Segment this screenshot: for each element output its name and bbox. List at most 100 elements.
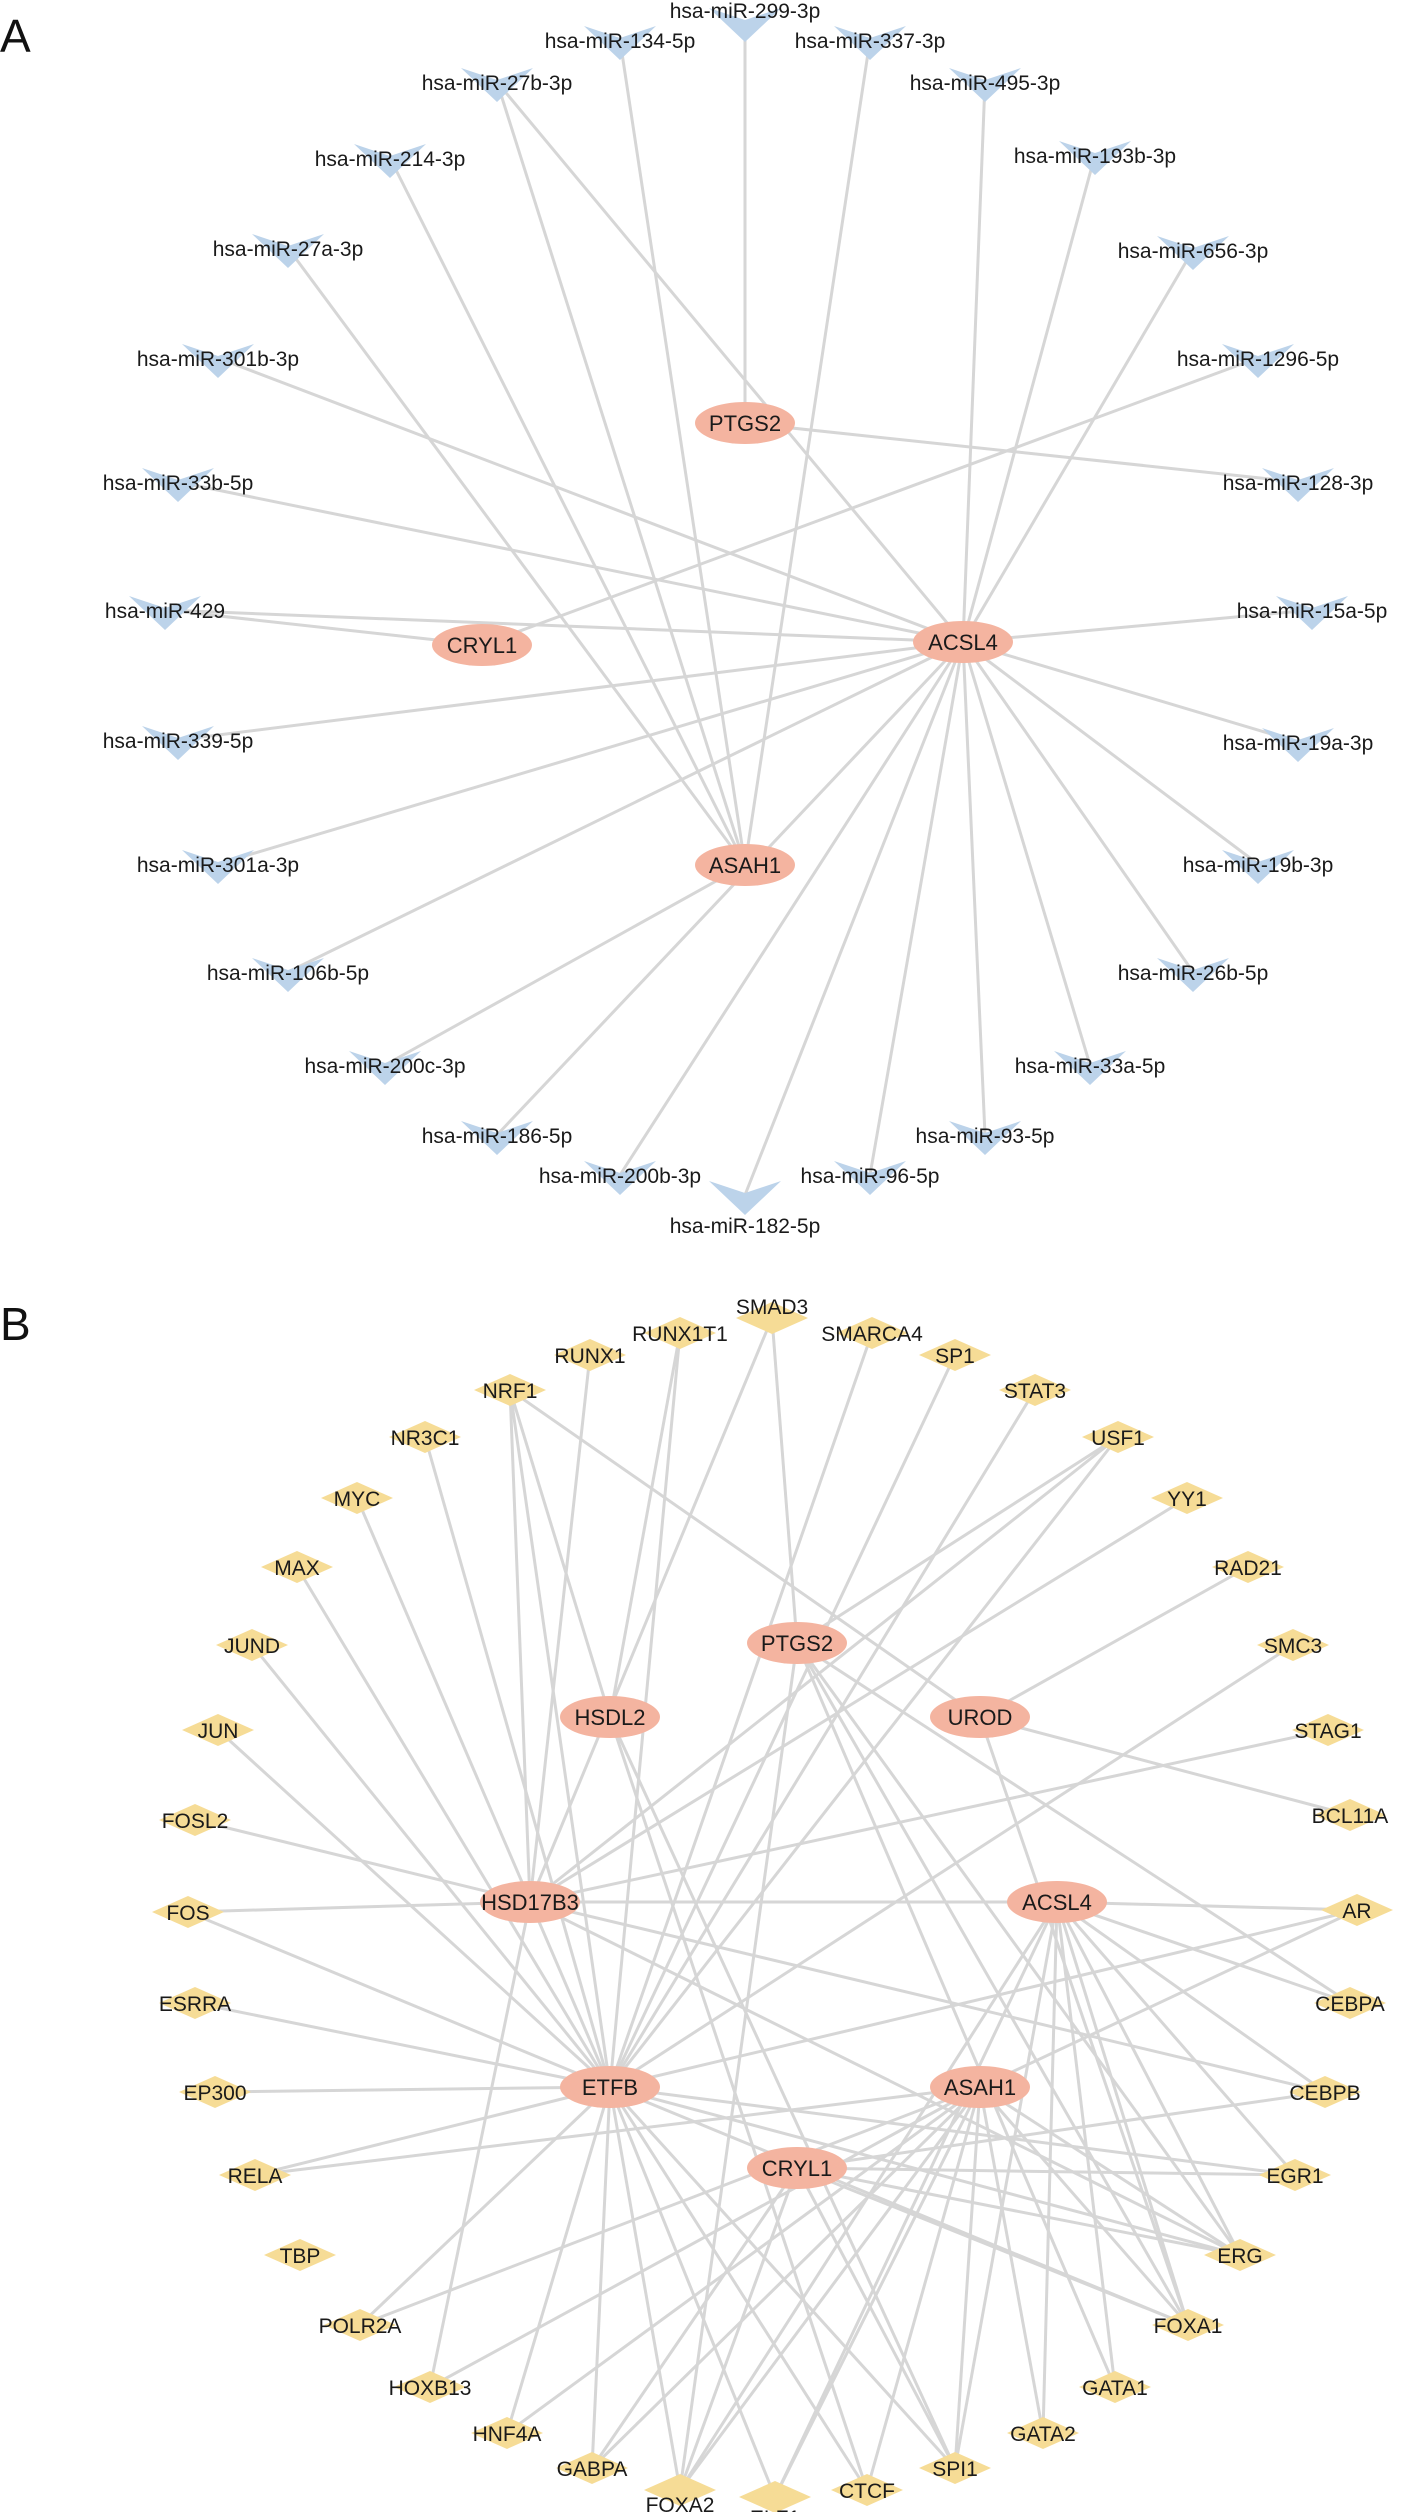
- edge-acsl4-hsa-mir-19a-3p: [962, 640, 1299, 744]
- node-hsa-mir-15a-5p[interactable]: hsa-miR-15a-5p: [1237, 596, 1388, 630]
- node-hsa-mir-200c-3p[interactable]: hsa-miR-200c-3p: [304, 1051, 466, 1085]
- node-hsa-mir-19a-3p[interactable]: hsa-miR-19a-3p: [1223, 728, 1374, 762]
- node-hsa-mir-26b-5p[interactable]: hsa-miR-26b-5p: [1118, 958, 1269, 992]
- gene-node-asah1[interactable]: ASAH1: [930, 2066, 1030, 2108]
- node-hsa-mir-193b-3p[interactable]: hsa-miR-193b-3p: [1014, 141, 1176, 175]
- gene-node-hsd17b3[interactable]: HSD17B3: [480, 1881, 580, 1923]
- node-ep300[interactable]: EP300: [179, 2076, 251, 2108]
- node-hsa-mir-33a-5p[interactable]: hsa-miR-33a-5p: [1015, 1051, 1166, 1085]
- mirna-marker: [461, 1121, 533, 1155]
- node-hsa-mir-27a-3p[interactable]: hsa-miR-27a-3p: [213, 234, 364, 268]
- gene-node-ptgs2[interactable]: PTGS2: [695, 402, 795, 444]
- node-tbp[interactable]: TBP: [264, 2239, 336, 2271]
- node-foxa2[interactable]: FOXA2: [644, 2474, 716, 2517]
- node-gata1[interactable]: GATA1: [1079, 2371, 1151, 2403]
- node-label: JUND: [224, 1635, 280, 1658]
- node-hsa-mir-299-3p[interactable]: hsa-miR-299-3p: [670, 0, 821, 42]
- edge-asah1-spi1: [953, 2086, 982, 2469]
- node-label: ESRRA: [159, 1993, 231, 2016]
- node-label: hsa-miR-299-3p: [670, 0, 821, 23]
- node-runx1[interactable]: RUNX1: [554, 1339, 626, 1371]
- gene-node-cryl1[interactable]: CRYL1: [747, 2147, 847, 2189]
- node-hsa-mir-93-5p[interactable]: hsa-miR-93-5p: [916, 1121, 1055, 1155]
- gene-node-hsdl2[interactable]: HSDL2: [560, 1696, 660, 1738]
- gene-label: PTGS2: [709, 411, 781, 436]
- node-hsa-mir-429[interactable]: hsa-miR-429: [105, 596, 225, 630]
- node-hoxb13[interactable]: HOXB13: [389, 2371, 472, 2403]
- node-stag1[interactable]: STAG1: [1292, 1714, 1364, 1746]
- node-hsa-mir-134-5p[interactable]: hsa-miR-134-5p: [545, 26, 696, 60]
- gene-marker: [930, 2066, 1030, 2108]
- node-hsa-mir-33b-5p[interactable]: hsa-miR-33b-5p: [103, 468, 254, 502]
- node-jund[interactable]: JUND: [216, 1629, 288, 1661]
- node-label: SPI1: [932, 2458, 978, 2481]
- mirna-marker: [709, 8, 781, 42]
- node-erg[interactable]: ERG: [1204, 2239, 1276, 2271]
- node-bcl11a[interactable]: BCL11A: [1312, 1799, 1389, 1831]
- node-foxa1[interactable]: FOXA1: [1152, 2309, 1224, 2341]
- gene-node-cryl1[interactable]: CRYL1: [432, 624, 532, 666]
- node-stat3[interactable]: STAT3: [999, 1374, 1071, 1406]
- node-sp1[interactable]: SP1: [919, 1339, 991, 1371]
- node-egr1[interactable]: EGR1: [1259, 2159, 1331, 2191]
- node-smc3[interactable]: SMC3: [1257, 1629, 1329, 1661]
- node-cebpa[interactable]: CEBPA: [1314, 1987, 1386, 2019]
- gene-node-etfb[interactable]: ETFB: [560, 2066, 660, 2108]
- node-usf1[interactable]: USF1: [1082, 1421, 1154, 1453]
- edge-ptgs2-smad3: [770, 1317, 799, 1644]
- node-esrra[interactable]: ESRRA: [159, 1987, 231, 2019]
- node-hsa-mir-337-3p[interactable]: hsa-miR-337-3p: [795, 26, 946, 60]
- node-hsa-mir-19b-3p[interactable]: hsa-miR-19b-3p: [1183, 850, 1334, 884]
- node-fosl2[interactable]: FOSL2: [159, 1804, 231, 1836]
- node-hsa-mir-182-5p[interactable]: hsa-miR-182-5p: [670, 1181, 821, 1238]
- node-rela[interactable]: RELA: [219, 2159, 291, 2191]
- node-spi1[interactable]: SPI1: [919, 2452, 991, 2484]
- node-smad3[interactable]: SMAD3: [736, 1296, 808, 1334]
- node-hsa-mir-186-5p[interactable]: hsa-miR-186-5p: [422, 1121, 573, 1155]
- node-gabpa[interactable]: GABPA: [556, 2452, 628, 2484]
- node-yy1[interactable]: YY1: [1151, 1482, 1223, 1514]
- node-myc[interactable]: MYC: [321, 1482, 393, 1514]
- gene-node-ptgs2[interactable]: PTGS2: [747, 1622, 847, 1664]
- node-nrf1[interactable]: NRF1: [474, 1374, 546, 1406]
- mirna-marker: [349, 1051, 421, 1085]
- node-hsa-mir-27b-3p[interactable]: hsa-miR-27b-3p: [422, 68, 573, 102]
- node-hnf4a[interactable]: HNF4A: [471, 2417, 543, 2449]
- node-hsa-mir-301b-3p[interactable]: hsa-miR-301b-3p: [137, 344, 299, 378]
- node-hsa-mir-301a-3p[interactable]: hsa-miR-301a-3p: [137, 850, 299, 884]
- gene-node-acsl4[interactable]: ACSL4: [1007, 1881, 1107, 1923]
- gene-node-acsl4[interactable]: ACSL4: [913, 621, 1013, 663]
- node-hsa-mir-656-3p[interactable]: hsa-miR-656-3p: [1118, 236, 1269, 270]
- node-cebpb[interactable]: CEBPB: [1289, 2076, 1361, 2108]
- node-label: FOXA1: [1154, 2315, 1223, 2338]
- gene-node-asah1[interactable]: ASAH1: [695, 844, 795, 886]
- node-hsa-mir-495-3p[interactable]: hsa-miR-495-3p: [910, 68, 1061, 102]
- edge-asah1-polr2a: [359, 2085, 981, 2327]
- node-fos[interactable]: FOS: [152, 1896, 224, 1928]
- gene-node-urod[interactable]: UROD: [930, 1696, 1030, 1738]
- node-gata2[interactable]: GATA2: [1007, 2417, 1079, 2449]
- node-hsa-mir-1296-5p[interactable]: hsa-miR-1296-5p: [1177, 344, 1339, 378]
- node-ar[interactable]: AR: [1321, 1894, 1393, 1926]
- node-hsa-mir-96-5p[interactable]: hsa-miR-96-5p: [801, 1161, 940, 1195]
- node-hsa-mir-200b-3p[interactable]: hsa-miR-200b-3p: [539, 1161, 701, 1195]
- node-jun[interactable]: JUN: [182, 1714, 254, 1746]
- tf-marker: [1152, 2309, 1224, 2341]
- node-nr3c1[interactable]: NR3C1: [389, 1421, 461, 1453]
- node-hsa-mir-214-3p[interactable]: hsa-miR-214-3p: [315, 144, 466, 178]
- node-elf1[interactable]: ELF1: [739, 2481, 811, 2517]
- node-label: hsa-miR-128-3p: [1223, 472, 1374, 495]
- node-smarca4[interactable]: SMARCA4: [821, 1317, 923, 1349]
- tf-marker: [919, 1339, 991, 1371]
- node-polr2a[interactable]: POLR2A: [319, 2309, 402, 2341]
- node-hsa-mir-106b-5p[interactable]: hsa-miR-106b-5p: [207, 958, 369, 992]
- node-max[interactable]: MAX: [261, 1551, 333, 1583]
- node-hsa-mir-339-5p[interactable]: hsa-miR-339-5p: [103, 726, 254, 760]
- node-rad21[interactable]: RAD21: [1212, 1551, 1284, 1583]
- node-runx1t1[interactable]: RUNX1T1: [632, 1317, 728, 1349]
- tf-marker: [179, 2076, 251, 2108]
- node-hsa-mir-128-3p[interactable]: hsa-miR-128-3p: [1223, 468, 1374, 502]
- edge-urod-foxa1: [978, 1716, 1190, 2326]
- edge-acsl4-elf1: [773, 1901, 1059, 2498]
- node-ctcf[interactable]: CTCF: [831, 2474, 903, 2506]
